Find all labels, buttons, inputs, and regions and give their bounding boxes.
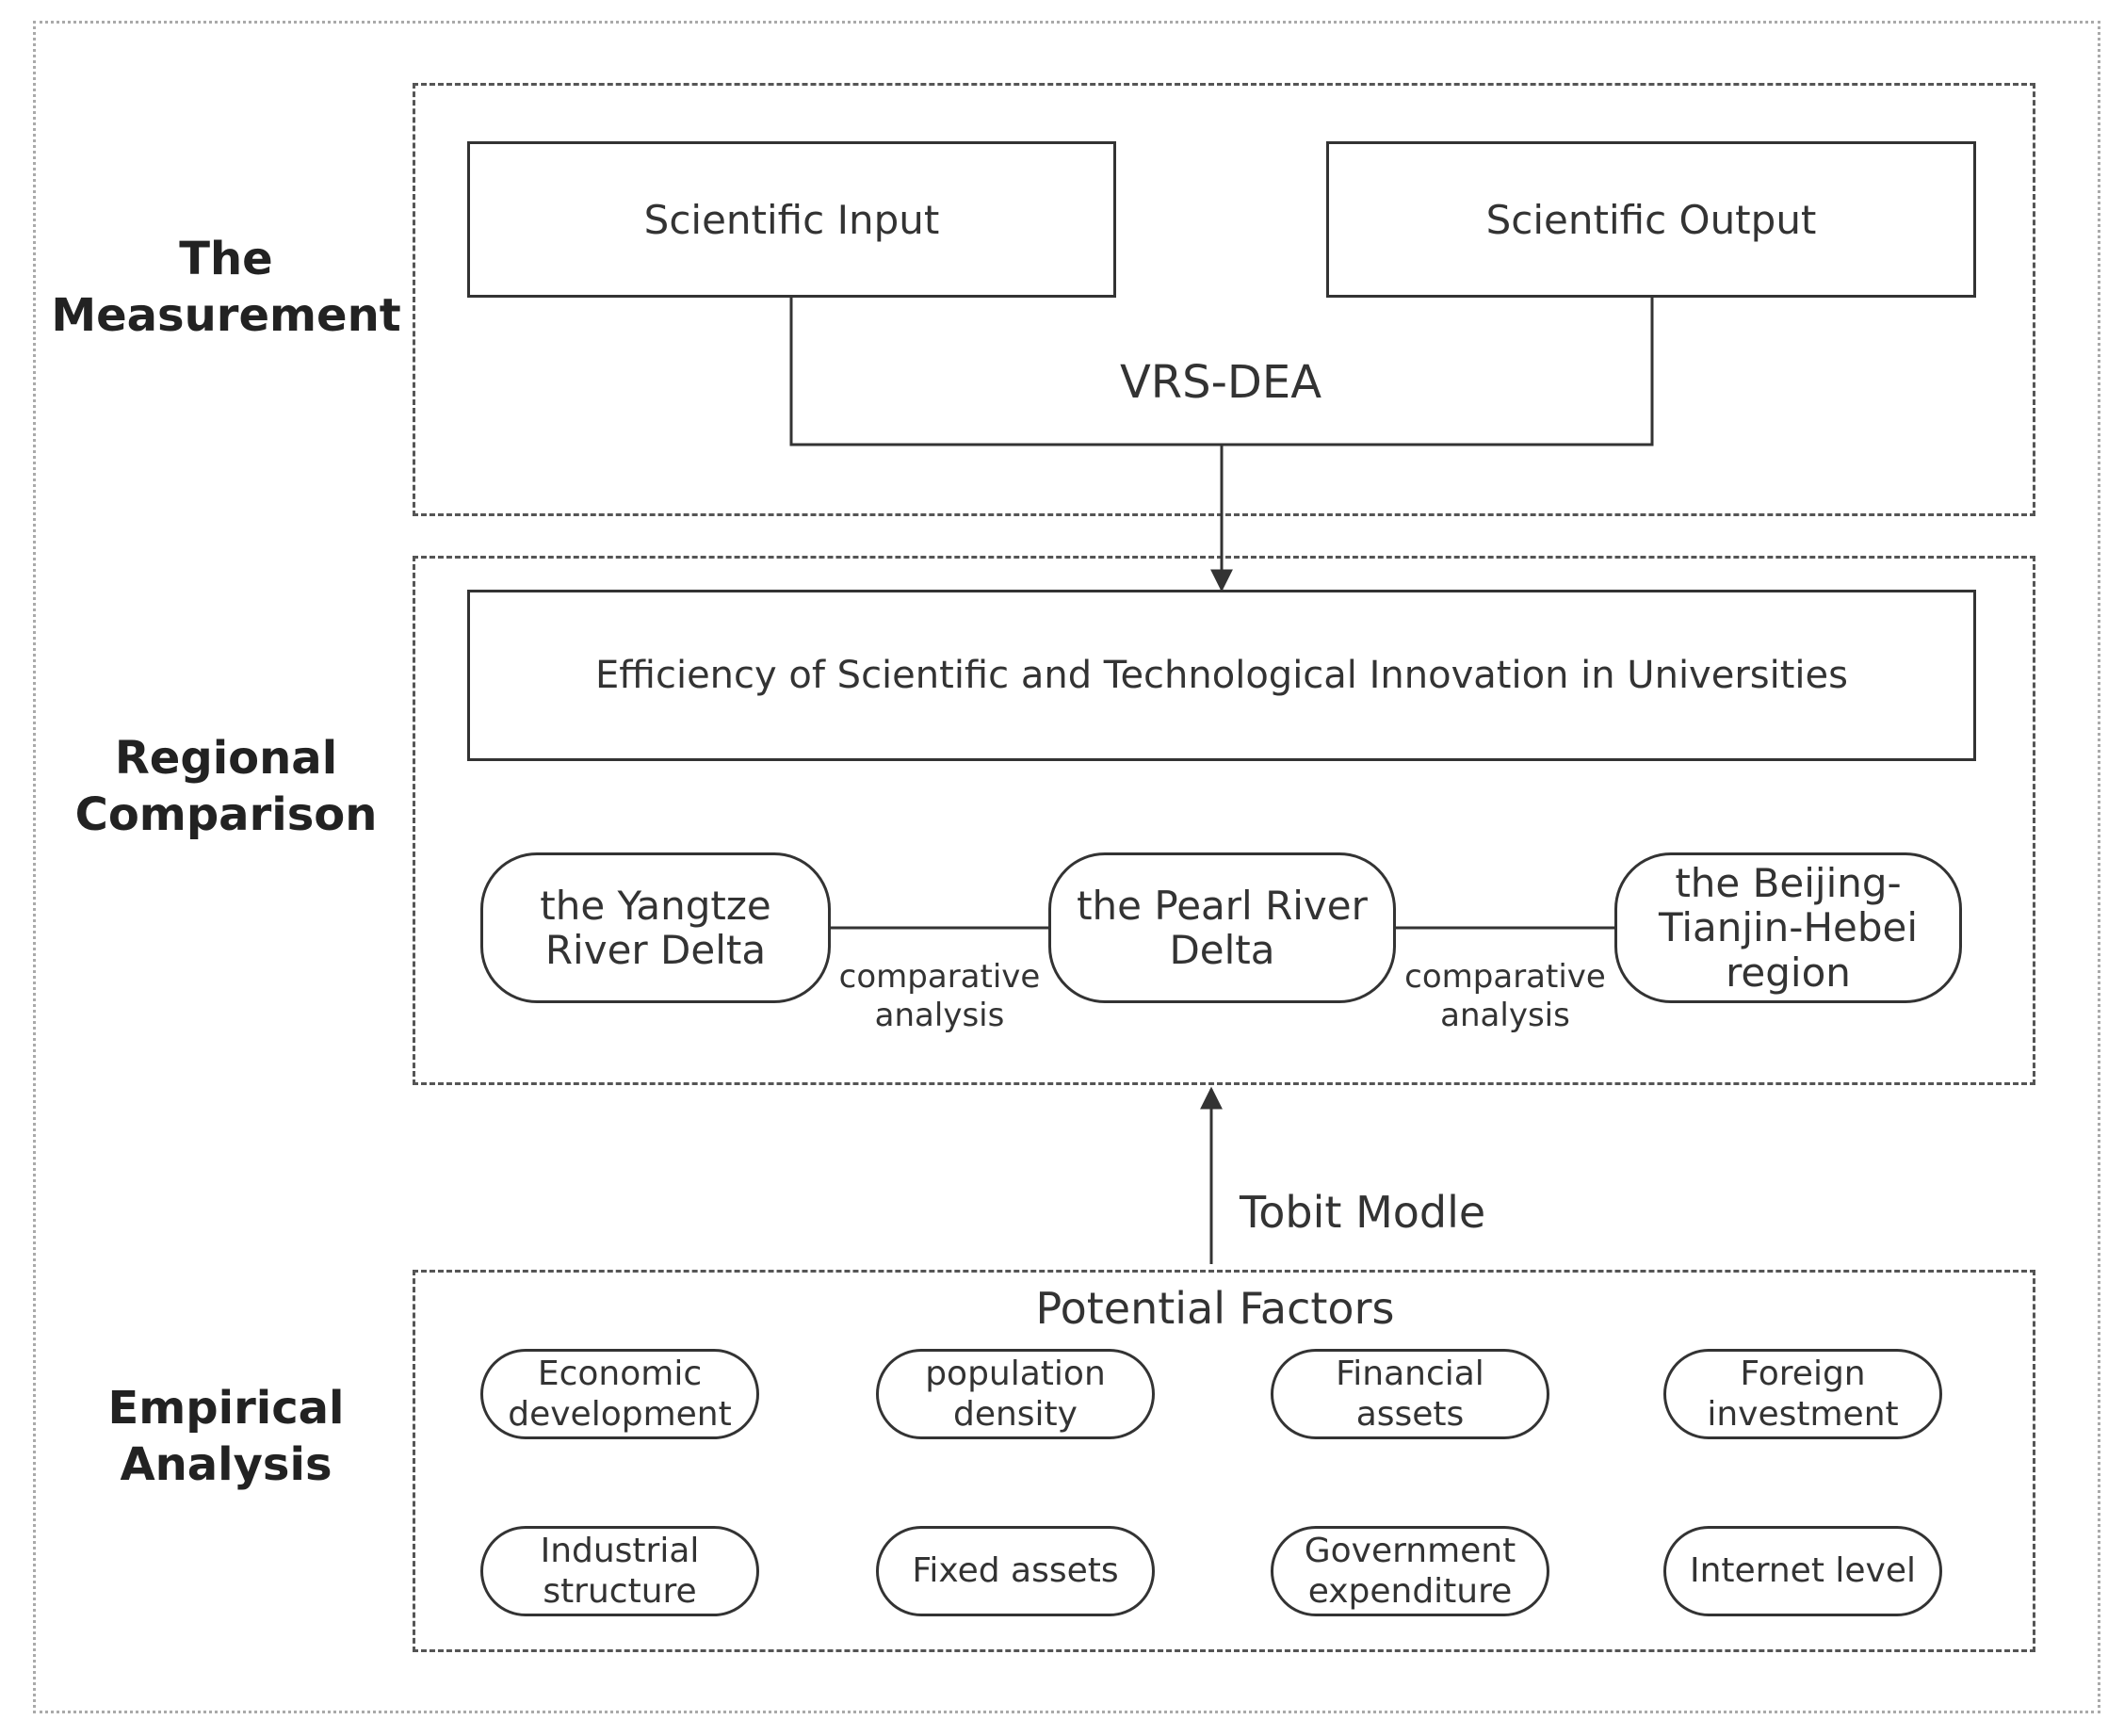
region-beijing-tianjin-hebei: the Beijing- Tianjin-Hebei region xyxy=(1614,852,1962,1003)
factor-population-density: population density xyxy=(876,1349,1155,1439)
scientific-input-box: Scientific Input xyxy=(467,141,1116,298)
factor-government-expenditure: Government expenditure xyxy=(1271,1526,1549,1616)
comparative-analysis-label: comparative analysis xyxy=(1404,958,1606,1034)
section-label-regional-comparison: Regional Comparison xyxy=(74,732,378,841)
vrs-dea-label: VRS-DEA xyxy=(1119,356,1322,409)
section-label-empirical-analysis: Empirical Analysis xyxy=(107,1382,345,1491)
comparative-analysis-label: comparative analysis xyxy=(838,958,1041,1034)
section-label-measurement: The Measurement xyxy=(51,233,401,342)
tobit-model-label: Tobit Modle xyxy=(1240,1187,1486,1238)
factor-foreign-investment: Foreign investment xyxy=(1663,1349,1942,1439)
region-pearl-river-delta: the Pearl River Delta xyxy=(1048,852,1396,1003)
efficiency-box: Efficiency of Scientific and Technologic… xyxy=(467,590,1976,761)
region-yangtze-river-delta: the Yangtze River Delta xyxy=(480,852,831,1003)
measurement-section xyxy=(413,83,2035,516)
potential-factors-title: Potential Factors xyxy=(1035,1283,1395,1334)
factor-industrial-structure: Industrial structure xyxy=(480,1526,759,1616)
factor-financial-assets: Financial assets xyxy=(1271,1349,1549,1439)
scientific-output-box: Scientific Output xyxy=(1326,141,1976,298)
factor-economic-development: Economic development xyxy=(480,1349,759,1439)
regional-comparison-section xyxy=(413,556,2035,1085)
factor-fixed-assets: Fixed assets xyxy=(876,1526,1155,1616)
empirical-analysis-section xyxy=(413,1270,2035,1652)
factor-internet-level: Internet level xyxy=(1663,1526,1942,1616)
diagram-frame xyxy=(33,21,2100,1713)
